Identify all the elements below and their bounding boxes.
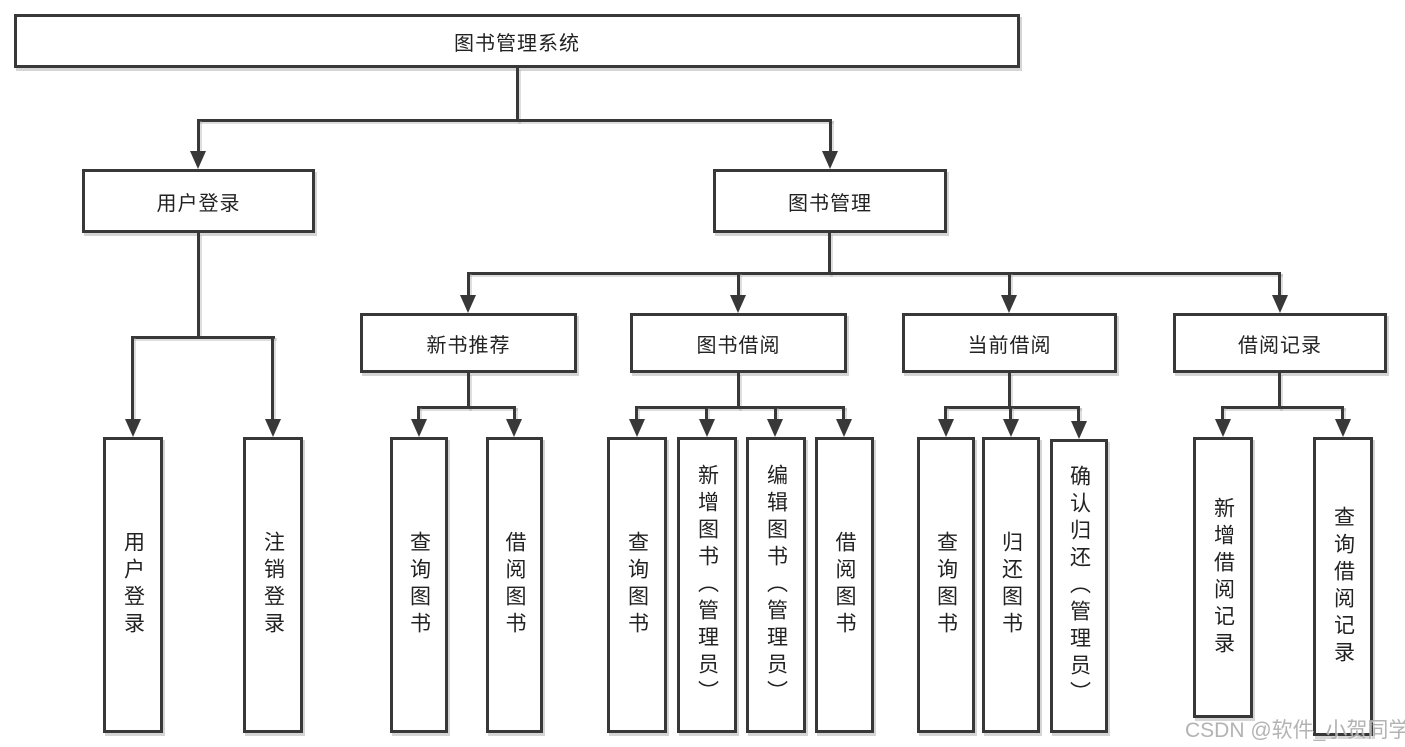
connector-line: [1278, 373, 1281, 409]
connector-line: [635, 406, 845, 409]
connector-line: [131, 336, 275, 339]
arrowhead-down-icon: [1335, 419, 1351, 437]
connector-line: [1008, 373, 1011, 409]
node-borrowing-records: 借阅记录: [1173, 313, 1387, 373]
arrowhead-down-icon: [1001, 295, 1017, 313]
node-label: 新书推荐: [426, 334, 511, 357]
node-label: 图书管理: [788, 192, 872, 215]
leaf-query-books-2: 查询图书: [607, 437, 667, 733]
connector-line: [467, 373, 470, 409]
connector-line: [737, 272, 740, 298]
leaf-user-login: 用户登录: [103, 437, 163, 733]
leaf-label: 借阅图书: [833, 531, 856, 639]
leaf-label: 编辑图书（管理员）: [764, 463, 788, 707]
csdn-watermark: CSDN @软件_小贺同学: [1185, 719, 1405, 742]
leaf-label: 查询图书: [934, 531, 958, 639]
connector-line: [828, 233, 831, 275]
arrowhead-down-icon: [822, 151, 838, 169]
connector-line: [635, 406, 638, 421]
leaf-query-books-1: 查询图书: [390, 437, 448, 733]
connector-line: [1009, 406, 1012, 421]
leaf-query-borrow-record: 查询借阅记录: [1313, 437, 1373, 736]
leaf-label: 归还图书: [999, 531, 1023, 639]
arrowhead-down-icon: [1003, 419, 1019, 437]
connector-line: [467, 272, 1281, 275]
leaf-label: 查询图书: [625, 531, 649, 639]
leaf-logout: 注销登录: [243, 437, 303, 733]
node-label: 图书管理系统: [454, 32, 580, 55]
leaf-query-books-3: 查询图书: [917, 437, 975, 733]
connector-line: [197, 233, 200, 336]
connector-line: [197, 119, 832, 122]
node-current-borrowing: 当前借阅: [902, 313, 1117, 373]
node-book-management: 图书管理: [713, 169, 947, 233]
connector-line: [1278, 272, 1281, 298]
leaf-label: 查询借阅记录: [1331, 505, 1355, 668]
connector-line: [1341, 406, 1344, 421]
arrowhead-down-icon: [506, 419, 522, 437]
node-book-borrowing: 图书借阅: [630, 313, 847, 373]
node-root-library-system: 图书管理系统: [14, 14, 1020, 68]
connector-line: [513, 406, 516, 421]
connector-line: [516, 68, 519, 122]
leaf-edit-books-admin: 编辑图书（管理员）: [746, 437, 806, 733]
arrowhead-down-icon: [265, 419, 281, 437]
arrowhead-down-icon: [1272, 295, 1288, 313]
leaf-return-books: 归还图书: [982, 437, 1040, 733]
leaf-label: 查询图书: [407, 531, 431, 639]
arrowhead-down-icon: [767, 419, 783, 437]
node-new-book-recommend: 新书推荐: [360, 313, 577, 373]
connector-line: [944, 406, 1080, 409]
arrowhead-down-icon: [938, 419, 954, 437]
arrowhead-down-icon: [699, 419, 715, 437]
connector-line: [842, 406, 845, 421]
leaf-add-borrow-record: 新增借阅记录: [1193, 437, 1253, 718]
connector-line: [1221, 406, 1224, 421]
arrowhead-down-icon: [190, 151, 206, 169]
arrowhead-down-icon: [125, 419, 141, 437]
connector-line: [705, 406, 708, 421]
leaf-confirm-return-admin: 确认归还（管理员）: [1050, 439, 1108, 733]
connector-line: [1077, 406, 1080, 423]
arrowhead-down-icon: [411, 419, 427, 437]
connector-line: [417, 406, 420, 421]
connector-line: [1008, 272, 1011, 298]
connector-line: [1221, 406, 1344, 409]
leaf-label: 借阅图书: [503, 531, 526, 639]
node-label: 用户登录: [156, 192, 241, 215]
arrowhead-down-icon: [836, 419, 852, 437]
node-label: 借阅记录: [1238, 334, 1322, 357]
connector-line: [467, 272, 470, 298]
leaf-label: 用户登录: [121, 531, 145, 639]
connector-line: [271, 336, 274, 421]
leaf-label: 确认归还（管理员）: [1067, 464, 1091, 708]
arrowhead-down-icon: [460, 295, 476, 313]
leaf-borrow-books-2: 借阅图书: [815, 437, 874, 733]
leaf-borrow-books-1: 借阅图书: [486, 437, 543, 733]
node-label: 当前借阅: [967, 334, 1052, 357]
leaf-label: 新增借阅记录: [1211, 496, 1235, 659]
connector-line: [131, 336, 134, 421]
arrowhead-down-icon: [629, 419, 645, 437]
arrowhead-down-icon: [1215, 419, 1231, 437]
arrowhead-down-icon: [1071, 421, 1087, 439]
connector-line: [944, 406, 947, 421]
connector-line: [774, 406, 777, 421]
leaf-label: 注销登录: [261, 531, 285, 639]
leaf-label: 新增图书（管理员）: [695, 463, 719, 707]
connector-line: [829, 119, 832, 153]
connector-line: [737, 373, 740, 409]
node-user-login: 用户登录: [82, 169, 315, 233]
arrowhead-down-icon: [730, 295, 746, 313]
connector-line: [197, 119, 200, 153]
node-label: 图书借阅: [696, 334, 781, 357]
connector-line: [417, 406, 516, 409]
leaf-add-books-admin: 新增图书（管理员）: [677, 437, 737, 733]
